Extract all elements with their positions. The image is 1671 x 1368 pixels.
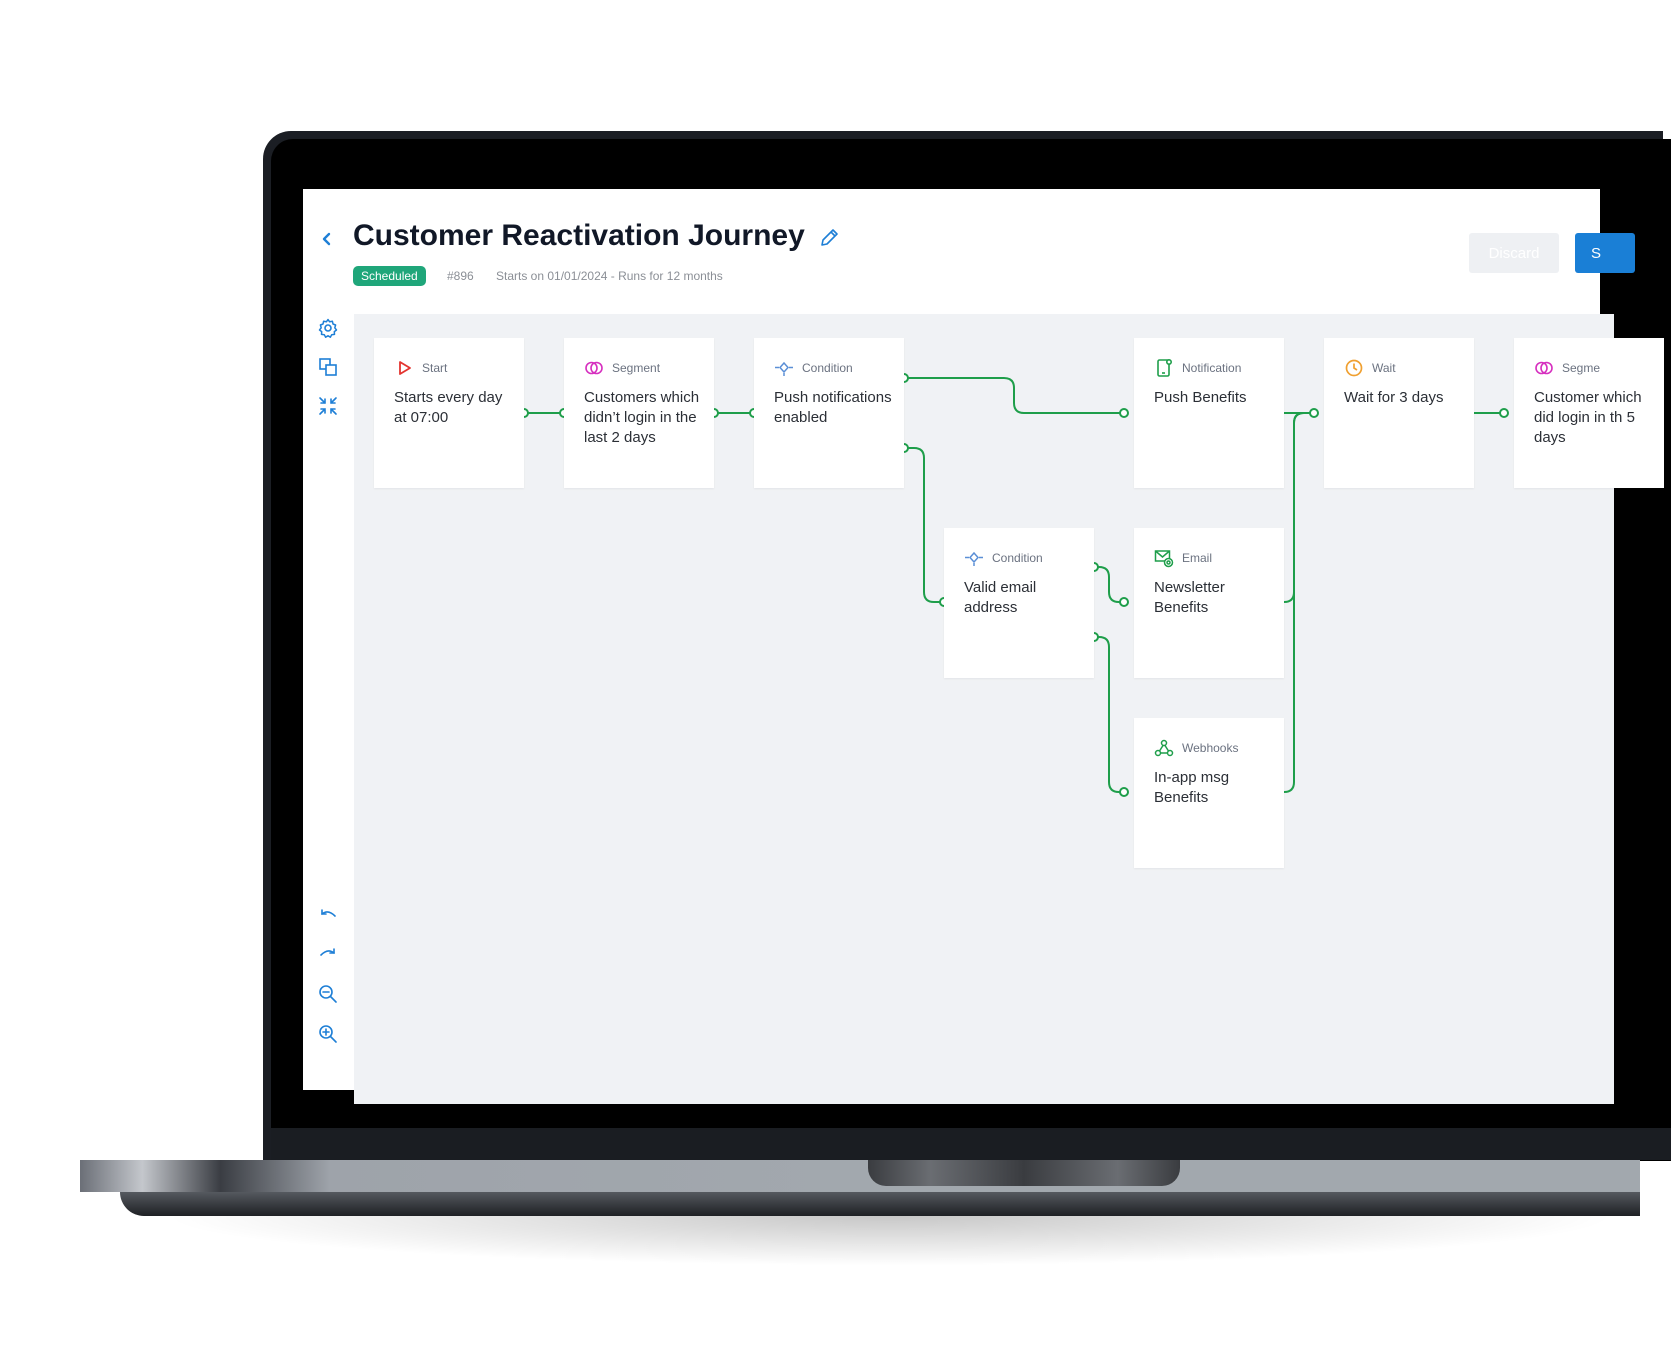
node-description: Push notifications enabled [774,389,892,426]
status-badge: Scheduled [353,266,426,286]
node-notification[interactable]: Notification Push Benefits [1134,338,1284,488]
port [1119,787,1129,797]
node-description: Push Benefits [1154,389,1247,406]
port [1119,597,1129,607]
connector-condition2-webhooks [1094,636,1124,793]
node-type-label: Wait [1372,361,1396,375]
segment-icon [1535,361,1553,375]
gear-icon [318,318,338,338]
connector-webhooks-wait [1274,412,1305,793]
node-description: In-app msg Benefits [1154,769,1230,806]
node-type-label: Segment [612,361,661,375]
undo-icon [321,909,336,917]
port [1309,408,1319,418]
connector-condition-condition2 [904,447,944,603]
node-type-label: Condition [992,551,1043,565]
node-description: Starts every day at 07:00 [394,389,503,426]
journey-schedule: Starts on 01/01/2024 - Runs for 12 month… [496,269,723,283]
node-type-label: Webhooks [1182,741,1239,755]
condition-icon [965,551,983,566]
edit-title-button[interactable] [818,227,840,249]
app-screen: Customer Reactivation Journey Scheduled … [303,189,1664,1104]
collapse-icon [319,397,337,415]
laptop-base-edge [120,1192,1640,1216]
laptop-base [80,1160,1640,1192]
save-button[interactable]: S [1575,233,1635,273]
node-segment-2[interactable]: Segme Customer which did login in th 5 d… [1514,338,1664,488]
clock-icon [1345,359,1363,377]
journey-canvas[interactable]: Start Starts every day at 07:00 Segment … [354,314,1664,1104]
play-icon [399,361,411,375]
node-description: Wait for 3 days [1344,389,1444,406]
duplicate-button[interactable] [317,356,339,378]
phone-icon [1157,358,1173,377]
node-condition[interactable]: Condition Push notifications enabled [754,338,904,488]
node-wait[interactable]: Wait Wait for 3 days [1324,338,1474,488]
pencil-icon [821,229,838,246]
node-description: Customer which did login in th 5 days [1534,389,1642,446]
zoom-out-icon [319,985,337,1003]
zoom-in-button[interactable] [317,1023,339,1045]
node-description: Customers which didn’t login in the last… [584,389,700,446]
node-type-label: Segme [1562,361,1601,375]
connectors [519,373,1509,797]
node-segment[interactable]: Segment Customers which didn’t login in … [564,338,714,488]
collapse-button[interactable] [317,395,339,417]
undo-button[interactable] [317,905,339,927]
connector-condition-notification [904,377,1124,414]
condition-icon [775,361,793,376]
zoom-out-button[interactable] [317,983,339,1005]
laptop-shadow [160,1216,1620,1266]
node-type-label: Condition [802,361,853,375]
connector-condition2-email [1094,566,1124,603]
port [1499,408,1509,418]
webhook-icon [1154,739,1174,757]
node-type-label: Start [422,361,448,375]
segment-icon [585,361,603,375]
back-button[interactable] [317,229,337,249]
chevron-left-icon [322,232,331,246]
node-start[interactable]: Start Starts every day at 07:00 [374,338,524,488]
laptop-chin [271,1128,1671,1160]
settings-button[interactable] [317,317,339,339]
node-webhooks[interactable]: Webhooks In-app msg Benefits [1134,718,1284,868]
page-title: Customer Reactivation Journey [353,219,805,252]
node-type-label: Email [1182,551,1213,565]
node-condition-2[interactable]: Condition Valid email address [944,528,1094,678]
node-description: Newsletter Benefits [1154,579,1225,616]
node-description: Valid email address [964,579,1037,616]
laptop-notch [868,1160,1180,1186]
email-icon [1154,550,1174,568]
redo-icon [320,948,335,956]
redo-button[interactable] [317,944,339,966]
discard-button[interactable]: Discard [1469,233,1559,273]
journey-id: #896 [447,269,474,283]
duplicate-icon [319,358,337,376]
port [1119,408,1129,418]
zoom-in-icon [319,1025,337,1043]
node-email[interactable]: Email Newsletter Benefits [1134,528,1284,678]
node-type-label: Notification [1182,361,1242,375]
